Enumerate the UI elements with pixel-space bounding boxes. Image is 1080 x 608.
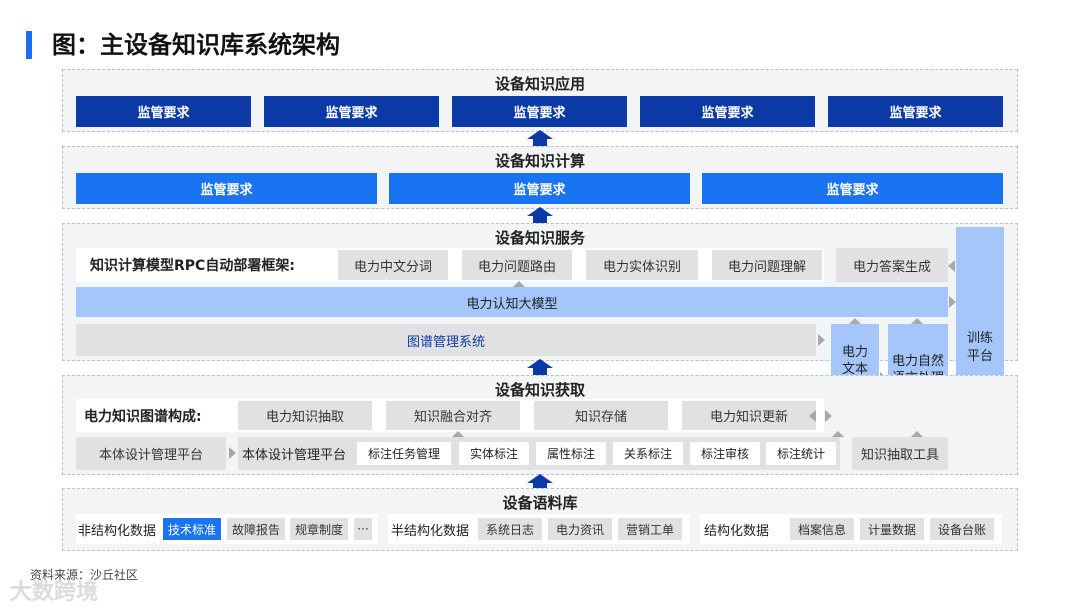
up-arrow-stem <box>533 216 547 224</box>
metering-data-tag[interactable]: 计量数据 <box>860 518 924 540</box>
arrow-left-icon <box>948 260 955 272</box>
module-question-understanding[interactable]: 电力问题理解 <box>712 250 822 280</box>
acquire-layer-title: 设备知识获取 <box>494 381 585 399</box>
compute-box-1[interactable]: 监管要求 <box>76 173 377 204</box>
ontology-platform-a[interactable]: 本体设计管理平台 <box>76 437 226 470</box>
up-arrow-icon <box>527 359 553 368</box>
compute-box-2[interactable]: 监管要求 <box>389 173 690 204</box>
graph-item-update[interactable]: 电力知识更新 <box>682 401 816 430</box>
graph-mgmt-bar[interactable]: 图谱管理系统 <box>76 324 816 356</box>
arrow-up-icon <box>832 431 844 437</box>
task-attribute-annotation[interactable]: 属性标注 <box>536 442 606 465</box>
training-platform-label: 训练平台 <box>966 331 993 364</box>
semi-structured-label: 半结构化数据 <box>391 523 470 539</box>
app-box-3[interactable]: 监管要求 <box>452 96 627 127</box>
knowledge-extraction-tool[interactable]: 知识抽取工具 <box>852 437 948 470</box>
arrow-up-icon <box>911 318 923 324</box>
graph-item-extraction[interactable]: 电力知识抽取 <box>238 401 372 430</box>
arrow-left-icon <box>809 410 816 422</box>
tech-standard-tag[interactable]: 技术标准 <box>163 518 221 540</box>
arrow-right-icon <box>229 447 236 459</box>
up-arrow-stem <box>533 368 547 375</box>
task-annotation-review[interactable]: 标注审核 <box>690 442 760 465</box>
task-entity-annotation[interactable]: 实体标注 <box>459 442 529 465</box>
fault-report-tag[interactable]: 故障报告 <box>227 518 285 540</box>
app-box-1[interactable]: 监管要求 <box>76 96 251 127</box>
framework-label: 知识计算模型RPC自动部署框架: <box>90 258 295 274</box>
graph-item-storage[interactable]: 知识存储 <box>534 401 668 430</box>
graph-composition-label: 电力知识图谱构成: <box>84 408 202 425</box>
arrow-up-icon <box>849 318 861 324</box>
app-box-4[interactable]: 监管要求 <box>640 96 815 127</box>
module-answer-generation[interactable]: 电力答案生成 <box>836 248 948 282</box>
watermark-logo: 大数跨境 <box>10 580 99 605</box>
up-arrow-icon <box>527 130 553 139</box>
up-arrow-icon <box>527 474 553 483</box>
task-relation-annotation[interactable]: 关系标注 <box>613 442 683 465</box>
corpus-layer-title: 设备语料库 <box>502 494 578 512</box>
arrow-up-icon <box>911 431 923 437</box>
title-accent-bar <box>26 31 32 59</box>
ontology-platform-b-label[interactable]: 本体设计管理平台 <box>242 448 347 463</box>
unstructured-label: 非结构化数据 <box>78 523 157 539</box>
compute-box-3[interactable]: 监管要求 <box>702 173 1003 204</box>
module-entity-recognition[interactable]: 电力实体识别 <box>586 250 698 280</box>
up-arrow-stem <box>533 483 547 489</box>
structured-label: 结构化数据 <box>704 523 770 539</box>
service-framework-row <box>76 248 824 282</box>
app-box-2[interactable]: 监管要求 <box>264 96 439 127</box>
arrow-right-icon <box>949 296 956 308</box>
regulation-tag[interactable]: 规章制度 <box>290 518 348 540</box>
arrow-right-icon <box>825 410 832 422</box>
compute-layer-title: 设备知识计算 <box>494 152 585 170</box>
module-chinese-segmentation[interactable]: 电力中文分词 <box>338 250 448 280</box>
archive-info-tag[interactable]: 档案信息 <box>790 518 854 540</box>
sales-order-tag[interactable]: 营销工单 <box>618 518 682 540</box>
arrow-right-icon <box>818 334 825 346</box>
module-question-routing[interactable]: 电力问题路由 <box>462 250 572 280</box>
task-label-management[interactable]: 标注任务管理 <box>357 442 451 465</box>
up-arrow-icon <box>527 207 553 216</box>
power-news-tag[interactable]: 电力资讯 <box>548 518 612 540</box>
up-arrow-stem <box>533 139 547 146</box>
equipment-ledger-tag[interactable]: 设备台账 <box>930 518 994 540</box>
task-annotation-stats[interactable]: 标注统计 <box>766 442 836 465</box>
arrow-up-icon <box>513 281 525 287</box>
service-layer-title: 设备知识服务 <box>494 229 585 247</box>
source-note: 资料来源：沙丘社区 <box>30 568 139 582</box>
page-title: 图：主设备知识库系统架构 <box>52 31 340 59</box>
more-tag[interactable]: ··· <box>354 518 372 540</box>
app-layer-title: 设备知识应用 <box>494 75 585 93</box>
app-box-5[interactable]: 监管要求 <box>828 96 1003 127</box>
big-model-bar[interactable]: 电力认知大模型 <box>76 287 948 317</box>
system-log-tag[interactable]: 系统日志 <box>478 518 542 540</box>
graph-item-fusion[interactable]: 知识融合对齐 <box>386 401 520 430</box>
arrow-up-icon <box>452 431 464 437</box>
